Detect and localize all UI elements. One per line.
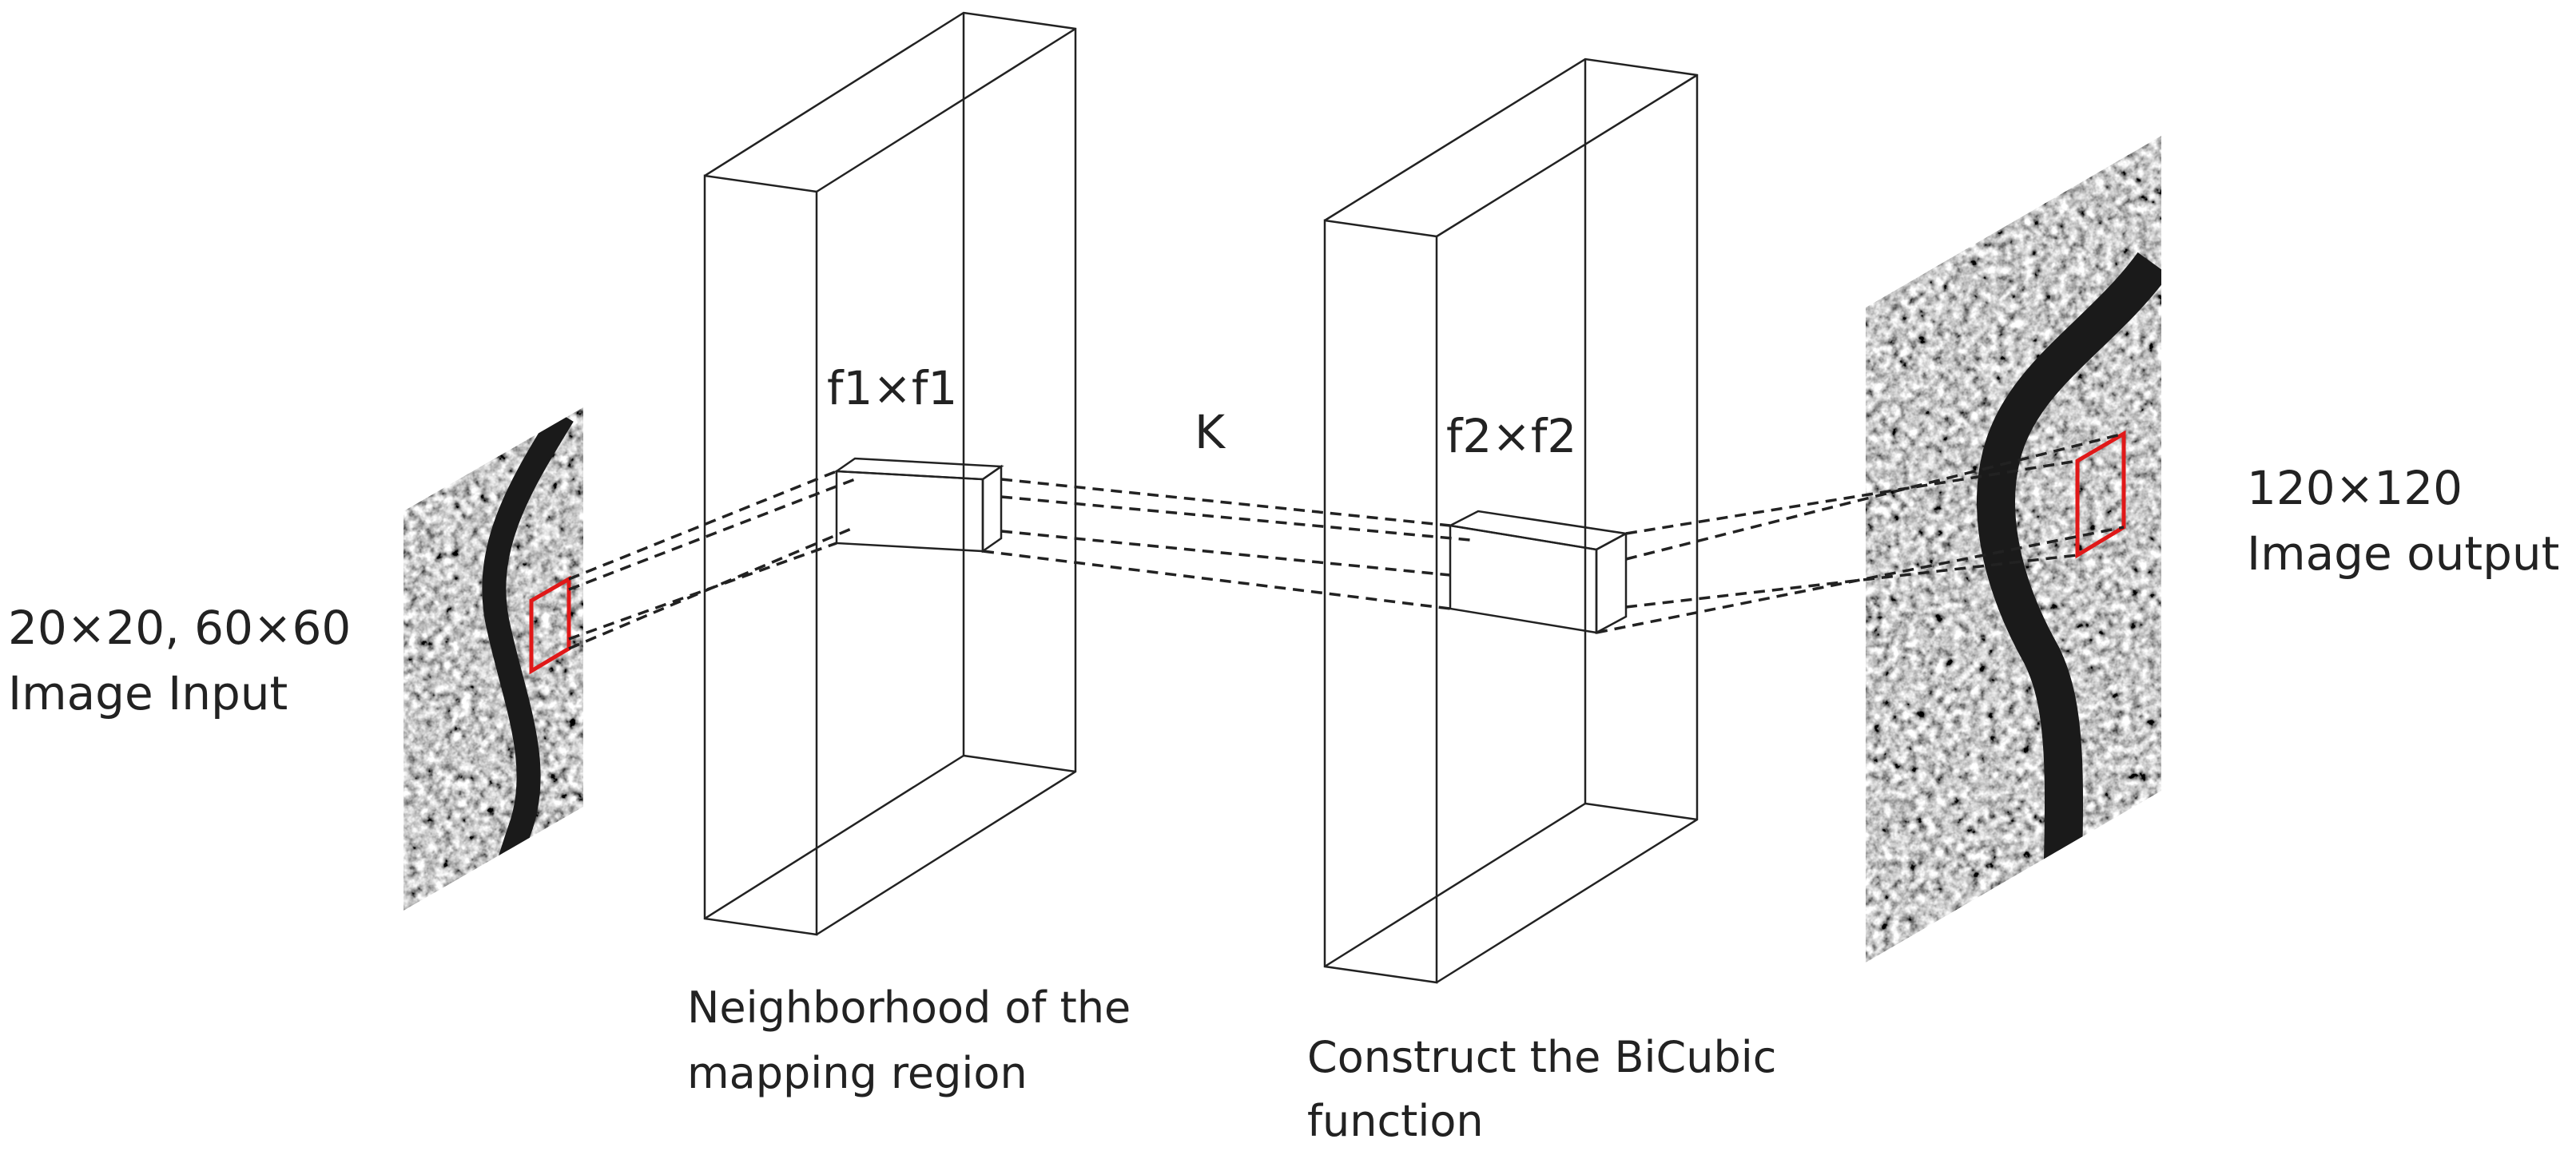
output-river [1977, 252, 2161, 963]
layer1-kernel-box [833, 457, 1004, 554]
output-size-label: 120×120 [2247, 461, 2463, 515]
input-image [403, 407, 583, 911]
layer2-caption-line2: function [1307, 1096, 1484, 1146]
input-caption: Image Input [8, 666, 288, 720]
layer2-volume [1323, 58, 1699, 984]
connector-k-label: K [1195, 405, 1226, 459]
layer1-caption-line2: mapping region [687, 1048, 1028, 1098]
projection-lines-input-to-layer1 [568, 470, 856, 650]
layer2-caption-line1: Construct the BiCubic [1307, 1032, 1777, 1082]
input-size-label: 20×20, 60×60 [8, 601, 352, 655]
projection-lines-layer2-to-output [1596, 432, 2125, 634]
layer2-kernel-label: f2×f2 [1446, 409, 1577, 463]
layer2-kernel-box [1447, 510, 1629, 635]
output-caption: Image output [2247, 526, 2560, 581]
projection-lines-layer1-to-layer2 [982, 478, 1471, 610]
layer1-kernel-label: f1×f1 [827, 361, 958, 415]
layer1-volume [703, 11, 1077, 936]
layer1-caption-line1: Neighborhood of the [687, 982, 1131, 1033]
